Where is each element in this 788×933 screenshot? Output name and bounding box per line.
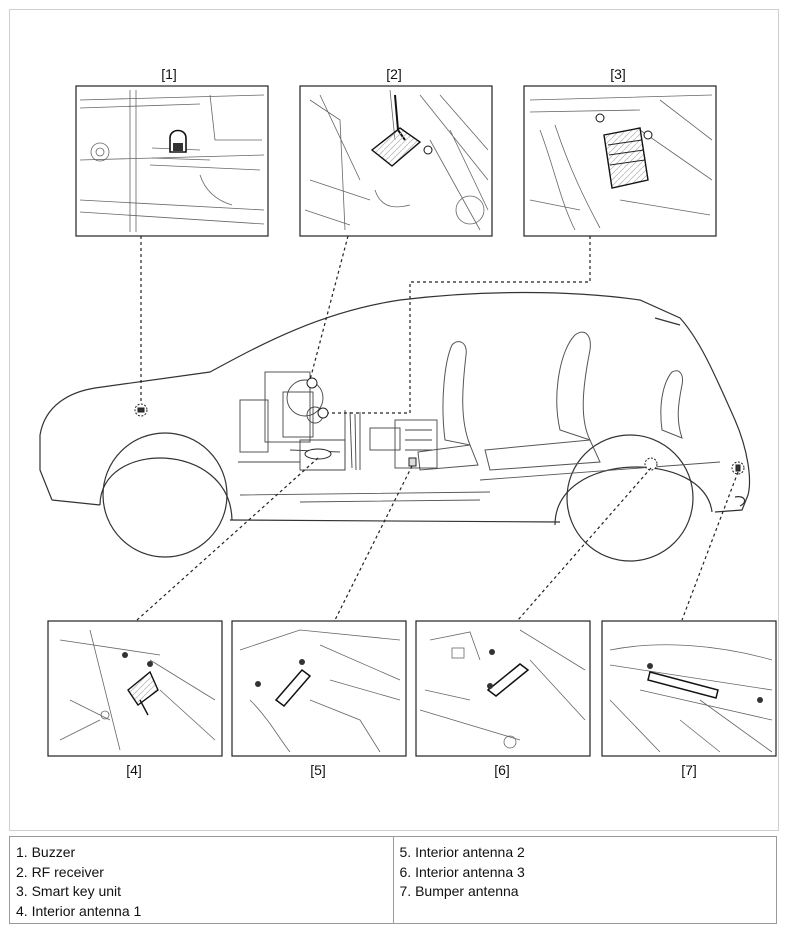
- detail-box-6: [415, 620, 591, 757]
- legend-table: 1. Buzzer 2. RF receiver 3. Smart key un…: [9, 836, 777, 924]
- detail-box-7: [601, 620, 777, 757]
- legend-column-left: 1. Buzzer 2. RF receiver 3. Smart key un…: [10, 837, 393, 923]
- legend-item-bumper-antenna: 7. Bumper antenna: [399, 883, 519, 899]
- detail-box-4: [47, 620, 223, 757]
- leader-lines: [136, 235, 739, 621]
- legend-item-interior-antenna-1: 4. Interior antenna 1: [16, 902, 142, 919]
- callout-4: [4]: [126, 762, 142, 778]
- detail-box-1: [75, 85, 269, 237]
- legend-item-buzzer: 1. Buzzer: [16, 844, 76, 860]
- callout-6: [6]: [494, 762, 510, 778]
- detail-box-2: [299, 85, 493, 237]
- detail-box-5: [231, 620, 407, 757]
- callout-1: [1]: [161, 66, 177, 82]
- legend-item-interior-antenna-3: 6. Interior antenna 3: [399, 863, 525, 880]
- callout-2: [2]: [386, 66, 402, 82]
- legend-item-interior-antenna-2: 5. Interior antenna 2: [399, 844, 525, 860]
- car-outline: [39, 291, 751, 562]
- callout-5: [5]: [310, 762, 326, 778]
- car-seats: [417, 331, 683, 471]
- vehicle-component-diagram: [39, 85, 777, 757]
- component-markers: [134, 377, 745, 475]
- legend-column-right: 5. Interior antenna 2 6. Interior antenn…: [392, 837, 777, 923]
- car-interior: [238, 371, 438, 471]
- detail-box-3: [523, 85, 717, 237]
- legend-item-smart-key-unit: 3. Smart key unit: [16, 883, 122, 899]
- callout-3: [3]: [610, 66, 626, 82]
- legend-item-rf-receiver: 2. RF receiver: [16, 863, 104, 880]
- callout-7: [7]: [681, 762, 697, 778]
